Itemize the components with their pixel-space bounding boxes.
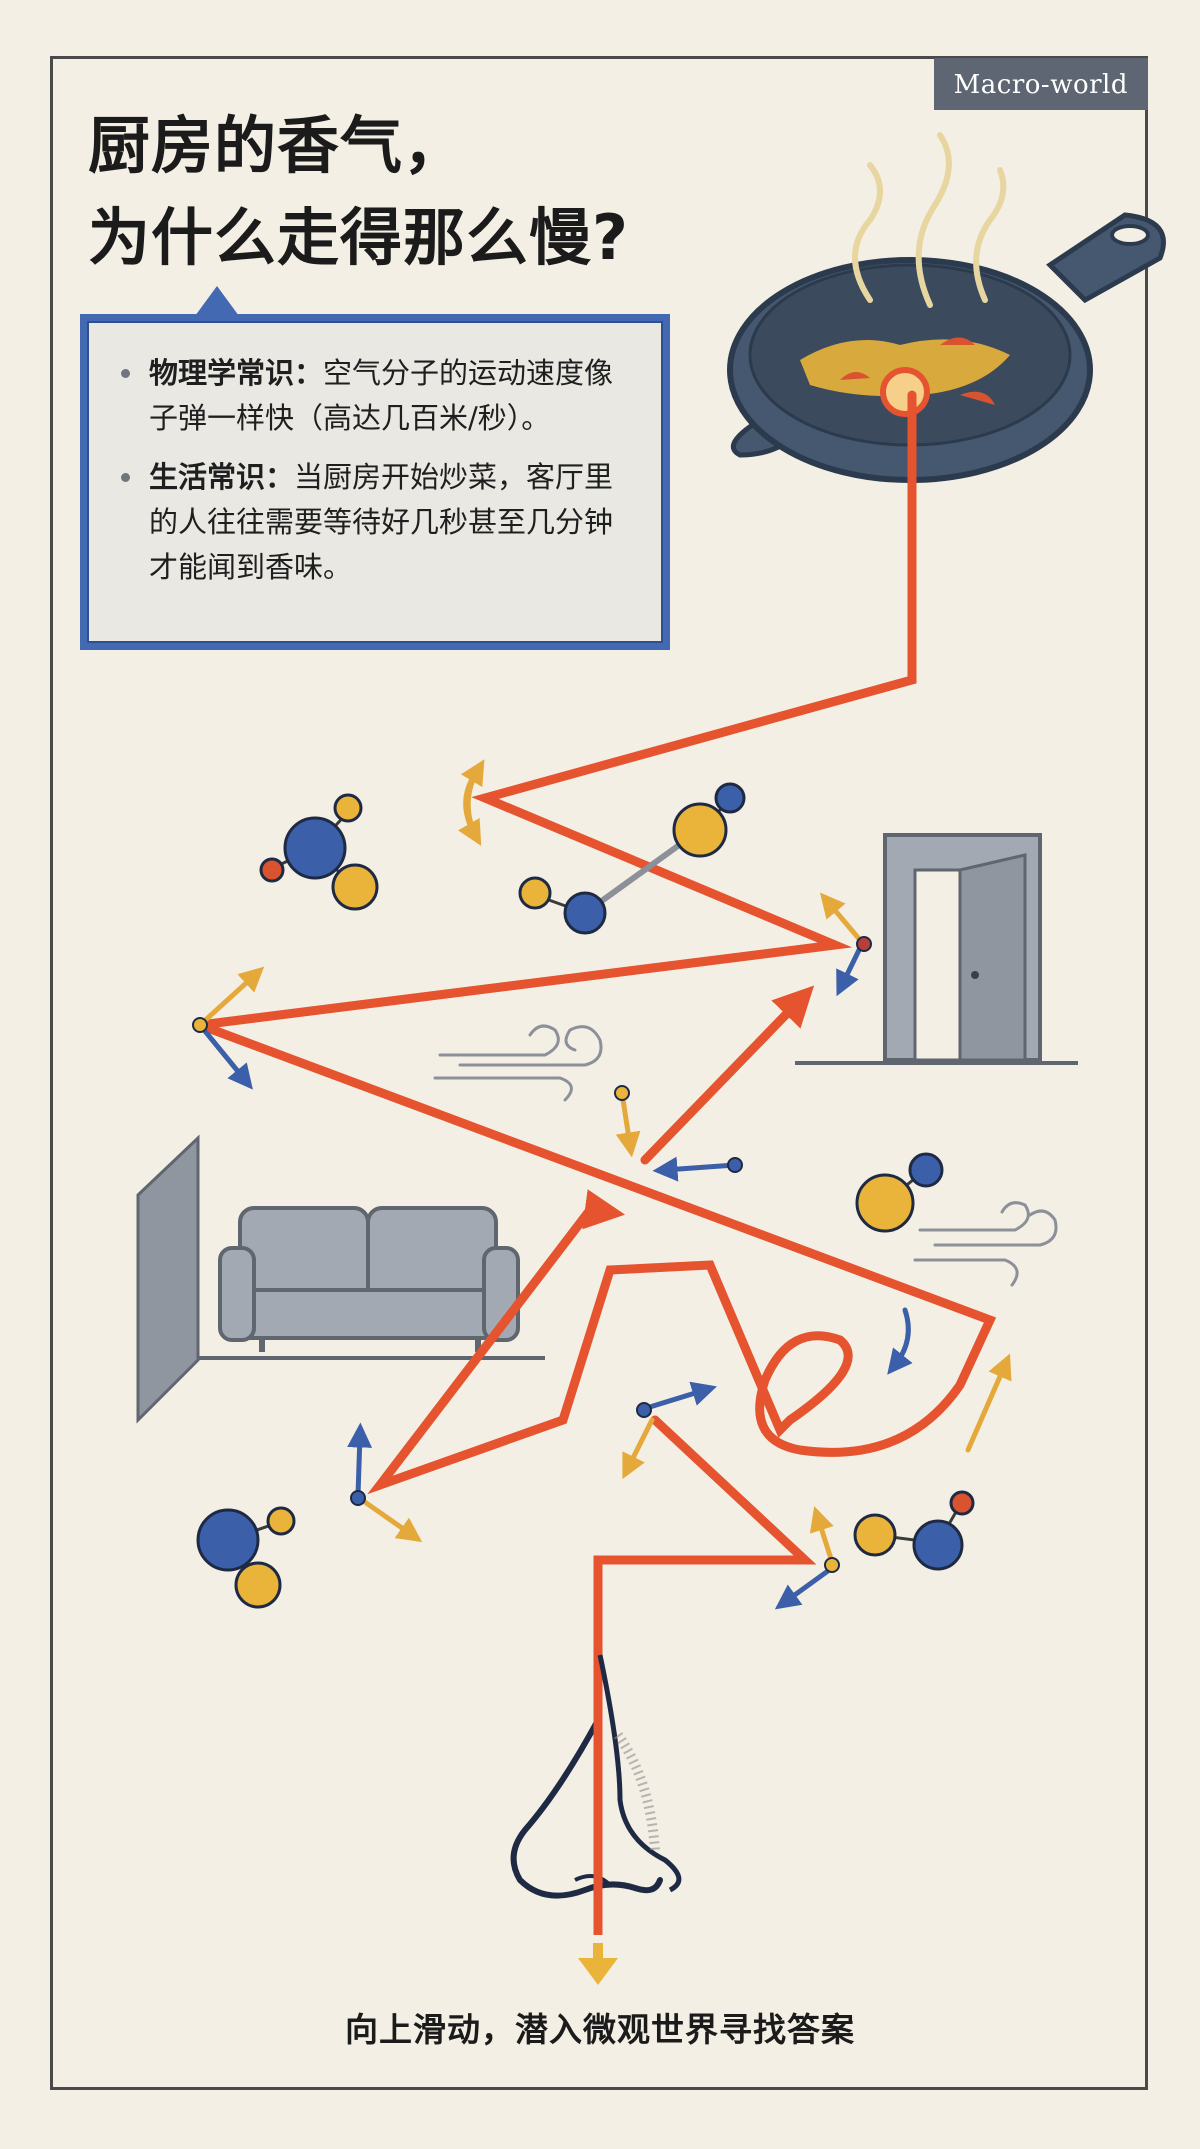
- molecule-icon: [855, 1152, 944, 1233]
- page-title: 厨房的香气， 为什么走得那么慢?: [88, 100, 629, 284]
- frying-pan-icon: [727, 212, 1166, 483]
- fact-physics-label: 物理学常识：: [149, 356, 324, 390]
- macro-world-tag: Macro-world: [933, 58, 1148, 110]
- steam-icon: [852, 132, 1007, 308]
- info-callout: 物理学常识：空气分子的运动速度像子弹一样快（高达几百米/秒）。 生活常识：当厨房…: [80, 314, 670, 650]
- title-line-2: 为什么走得那么慢?: [88, 201, 629, 274]
- fact-physics-text: 空气分子的运动速度像子弹一样快（高达几百米/秒）。: [149, 356, 614, 435]
- info-callout-inner: 物理学常识：空气分子的运动速度像子弹一样快（高达几百米/秒）。 生活常识：当厨房…: [87, 321, 663, 643]
- fact-life-text: 当厨房开始炒菜，客厅里的人往往需要等待好几秒甚至几分钟才能闻到香味。: [149, 460, 614, 584]
- aroma-random-walk-path: [198, 390, 997, 1705]
- collision-arrows: [197, 759, 1012, 1610]
- door-icon: [795, 833, 1078, 1065]
- nose-icon: [510, 1654, 682, 1935]
- wind-icon: [913, 1201, 1058, 1287]
- molecule-icon: [853, 1490, 975, 1571]
- molecule-icon: [196, 1506, 296, 1609]
- callout-notch: [195, 286, 239, 316]
- molecule-icon: [259, 793, 379, 911]
- fact-physics: 物理学常识：空气分子的运动速度像子弹一样快（高达几百米/秒）。: [119, 351, 635, 441]
- wind-icon: [433, 1024, 603, 1102]
- scroll-up-prompt[interactable]: 向上滑动，潜入微观世界寻找答案: [345, 2010, 855, 2049]
- sofa-icon: [136, 1134, 545, 1424]
- fact-life-label: 生活常识：: [149, 460, 295, 494]
- bullet-dot: [121, 369, 130, 378]
- bullet-dot: [121, 473, 130, 482]
- border-frame: [50, 56, 1148, 2090]
- collision-points: [192, 936, 872, 1573]
- molecule-icon: [518, 782, 746, 935]
- down-arrow-icon: [578, 1943, 618, 1985]
- title-line-1: 厨房的香气，: [88, 109, 467, 182]
- fact-life: 生活常识：当厨房开始炒菜，客厅里的人往往需要等待好几秒甚至几分钟才能闻到香味。: [119, 455, 635, 590]
